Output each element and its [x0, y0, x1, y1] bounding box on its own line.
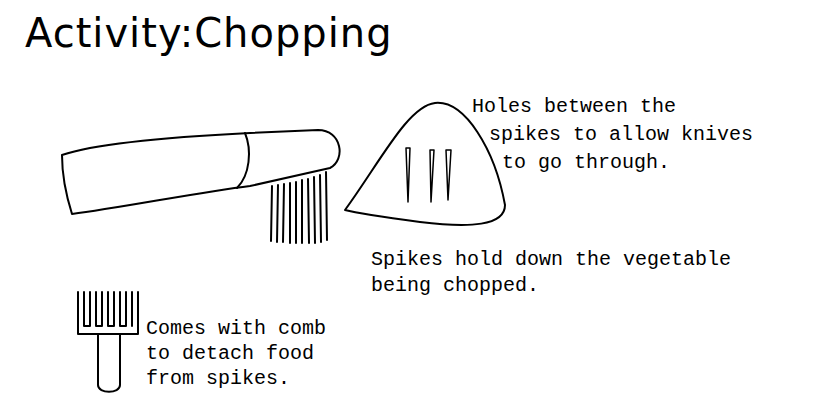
note-text: Spikes hold down the vegetable being cho…: [371, 247, 751, 299]
comb: [78, 292, 138, 392]
diagram-title: Activity:Chopping: [25, 10, 393, 56]
guard-spikes: [406, 148, 451, 202]
indent-spacer: [471, 121, 489, 149]
holder-joint: [237, 133, 249, 188]
holder-body: [62, 130, 340, 214]
indent-spacer: [471, 93, 472, 121]
note-text: Holes between the spikes to allow knives…: [471, 93, 756, 177]
note-text: Comes with comb to detach food from spik…: [146, 316, 346, 391]
holder-spikes: [271, 172, 327, 243]
guard-shape: [345, 103, 505, 225]
indent-spacer: [471, 149, 502, 177]
